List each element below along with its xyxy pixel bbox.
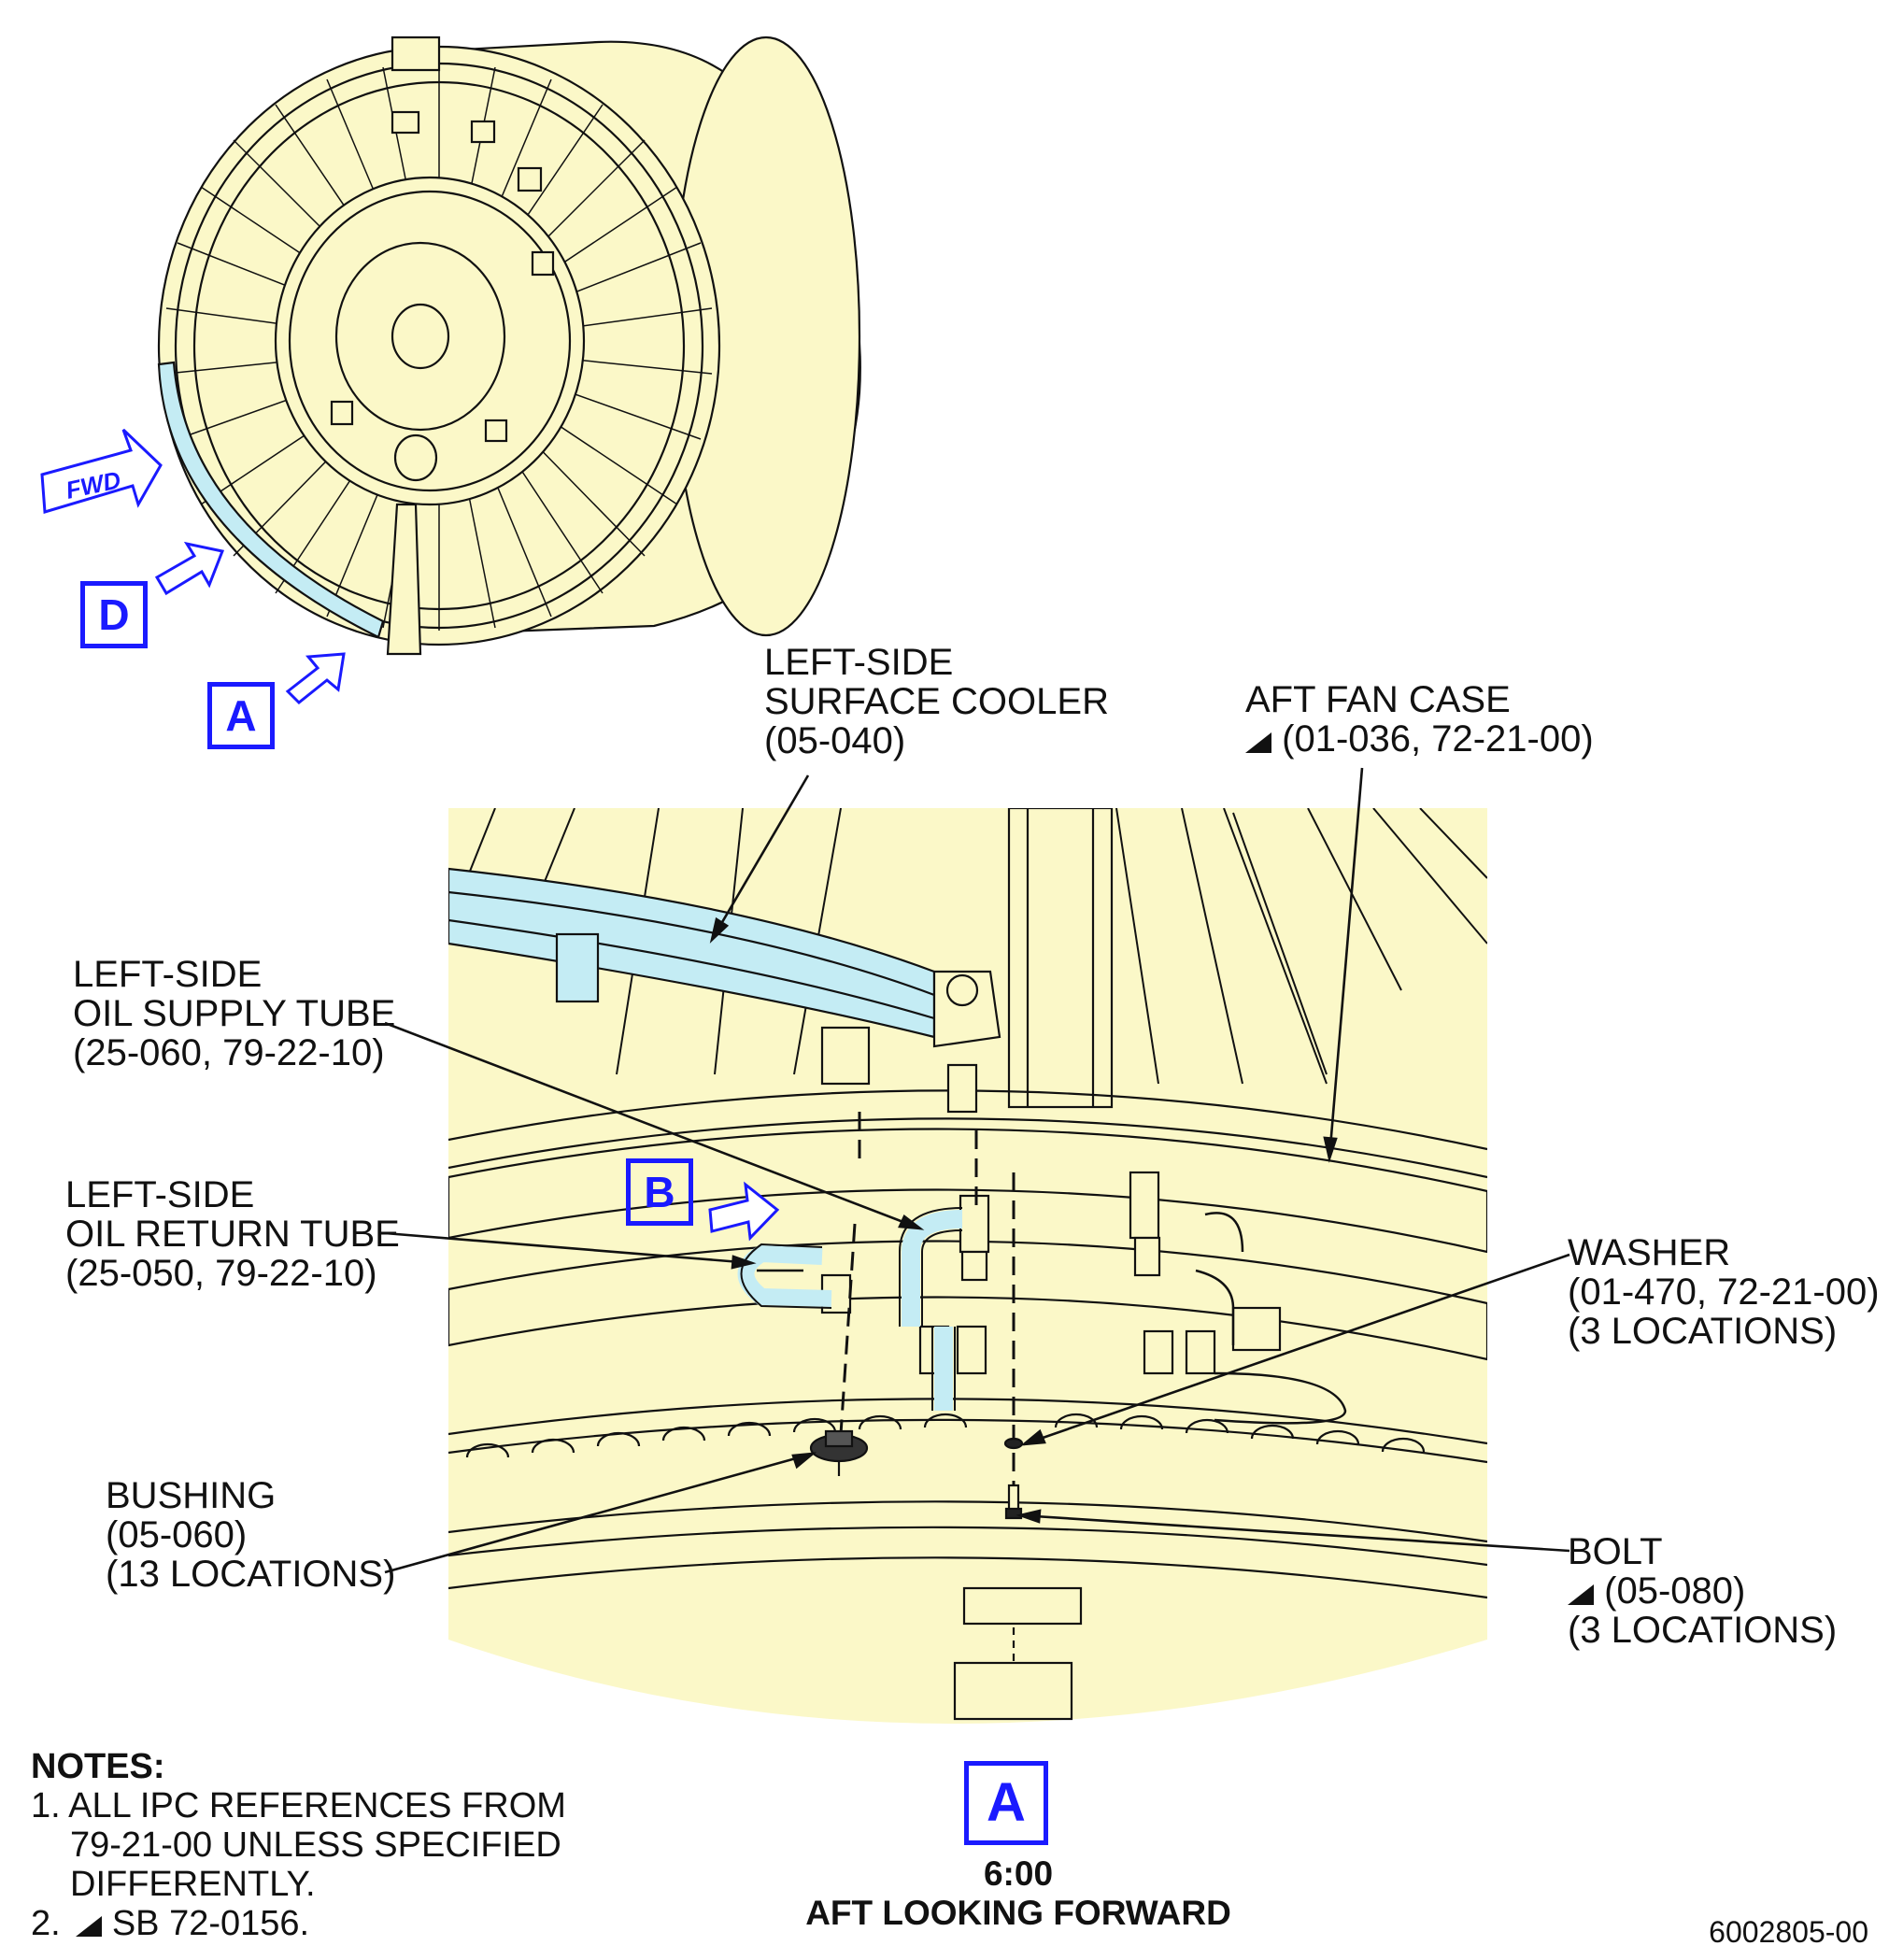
callout-bushing: BUSHING (05-060) (13 LOCATIONS) [106,1475,396,1595]
view-b-arrow [708,1181,780,1242]
view-d-arrow [154,541,225,596]
notes-heading: NOTES: [31,1747,165,1786]
notes-block: NOTES: 1. ALL IPC REFERENCES FROM 79-21-… [31,1747,566,1943]
bushing-part [809,1429,869,1476]
view-caption: 6:00 AFT LOOKING FORWARD [766,1854,1271,1933]
flange-bumps [465,1413,1426,1458]
callout-bolt: BOLT (05-080) (3 LOCATIONS) [1568,1531,1838,1651]
view-a-arrow [285,652,346,705]
view-a-caption-box: A [964,1761,1048,1845]
installation-dash-lines [839,1112,1016,1499]
callout-aft-fan-case: AFT FAN CASE (01-036, 72-21-00) [1245,679,1594,760]
washer-part [1003,1437,1024,1450]
scalloped-flange [448,1128,1487,1254]
callout-oil-return-tube: LEFT-SIDE OIL RETURN TUBE (25-050, 79-22… [65,1174,400,1294]
fwd-arrow: FWD [40,428,163,514]
note-line: 79-21-00 UNLESS SPECIFIED [70,1825,561,1865]
note-line: 1. ALL IPC REFERENCES FROM [31,1786,566,1825]
bolt-part [1004,1484,1023,1520]
view-clock: 6:00 [983,1854,1054,1893]
callout-oil-supply-tube: LEFT-SIDE OIL SUPPLY TUBE (25-060, 79-22… [73,954,396,1073]
surface-cooler-highlight [157,361,385,639]
callout-washer: WASHER (01-470, 72-21-00) (3 LOCATIONS) [1568,1232,1880,1352]
vertical-strut [1007,808,1114,1109]
sb-triangle-icon [1568,1584,1594,1605]
sb-triangle-icon [1245,732,1271,753]
detail-view-a [448,808,1487,1724]
note-line: DIFFERENTLY. [70,1865,316,1904]
detail-view-b-box: B [626,1158,693,1226]
figure-number: 6002805-00 [1709,1915,1868,1949]
sb-triangle-icon [76,1916,103,1937]
note-line: 2. SB 72-0156. [31,1904,310,1943]
overview-view-d-box: D [80,581,148,648]
callout-surface-cooler: LEFT-SIDE SURFACE COOLER (05-040) [764,642,1109,761]
leader-lines [384,767,1570,1574]
engine-overview [157,36,861,656]
view-direction: AFT LOOKING FORWARD [805,1894,1231,1932]
overview-view-a-box: A [207,682,275,749]
